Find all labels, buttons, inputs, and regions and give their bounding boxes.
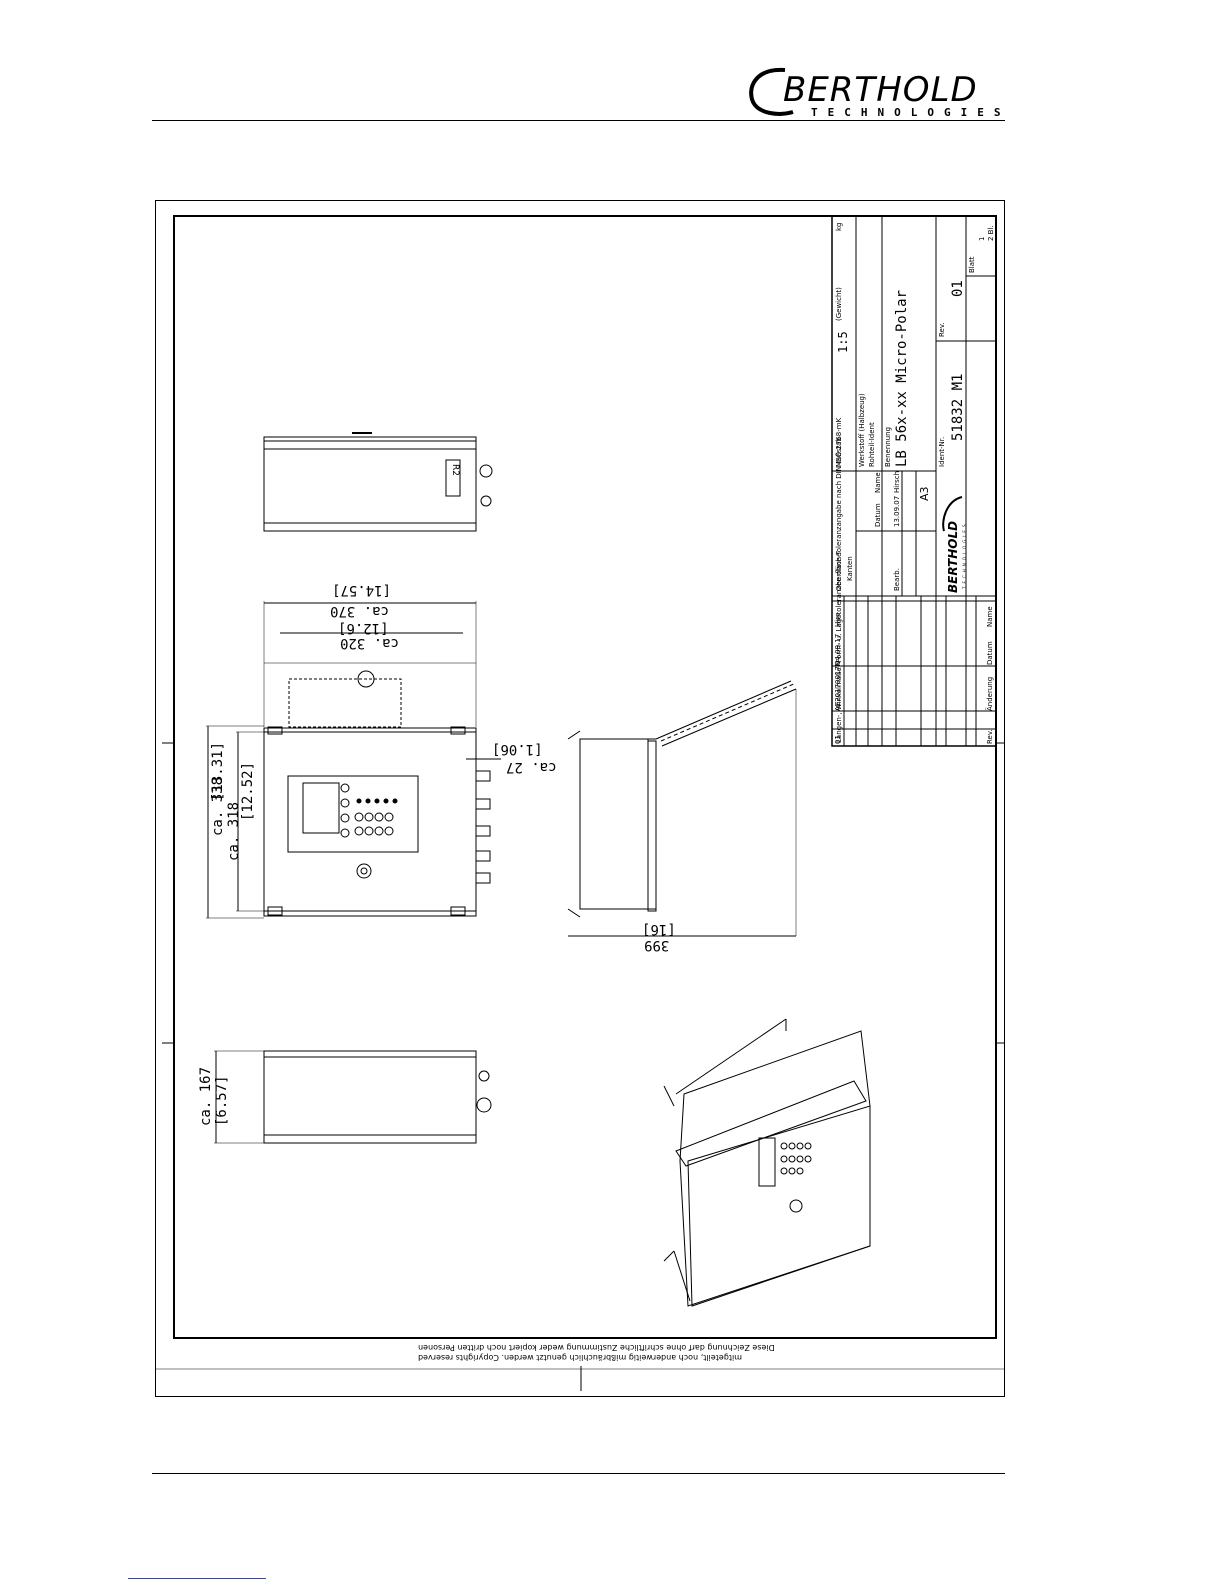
technical-drawing [156, 215, 1004, 1391]
dim-depth-167: ca. 167 [198, 1066, 214, 1126]
tb-rev: 01 [950, 280, 966, 297]
footer-link-underline[interactable] [128, 1578, 266, 1579]
dim-height-318-inch: [12.52] [240, 761, 256, 821]
tb-edges-label: Kanten [846, 556, 854, 581]
tb-col-change: Änderung [986, 676, 994, 711]
dim-depth-27-inch: [1.06] [492, 741, 543, 757]
dim-depth-27: ca. 27 [506, 759, 557, 775]
tb-surface-label: Oberfläche [835, 552, 843, 591]
copyright-line-1: Diese Zeichnung darf ohne schriftliche Z… [418, 1343, 775, 1352]
tb-sheet-label: Blatt [968, 256, 976, 273]
tb-bearb-label: Bearb. [893, 568, 901, 591]
tb-change-no: AE20170017N [834, 660, 842, 711]
tb-change-name: Hirs [834, 613, 842, 627]
label-r2: R2 [450, 464, 460, 476]
logo-tagline: TECHNOLOGIES [811, 106, 1011, 119]
tb-ident-label: Ident-Nr. [938, 436, 946, 467]
tb-scale-label: Maßstab [835, 437, 843, 467]
tb-col-rev: Rev. [986, 729, 994, 744]
tb-col-name: Name [986, 606, 994, 627]
tb-title: LB 56x-xx Micro-Polar [894, 289, 910, 467]
drawing-sheet: ca. 338 [13.31] ca. 318 [12.52] [14.57] … [155, 200, 1005, 1397]
dim-width-320-inch: [12.6] [338, 620, 389, 636]
tb-material-label: Werkstoff (Halbzeug) [858, 393, 866, 467]
tb-weight-label: (Gewicht) [835, 287, 843, 321]
tb-company: BERTHOLD [946, 520, 960, 593]
tb-col-date: Datum [986, 641, 994, 665]
tb-name-label: Name [874, 472, 882, 493]
footer-rule [152, 1473, 1005, 1474]
dim-width-370-inch: [14.57] [332, 582, 392, 598]
tb-raw-label: Rohteil-Ident [868, 422, 876, 467]
dim-depth-399: 399 [644, 937, 670, 953]
tb-sheet: 1 [978, 236, 986, 241]
dim-width-320: ca. 320 [340, 635, 400, 651]
dim-depth-399-inch: [16] [642, 921, 676, 937]
copyright-line-2: mitgeteilt, noch anderweitig mißbräuchli… [418, 1353, 742, 1362]
tb-bearb-name: Hirsch [893, 470, 901, 493]
tb-scale: 1:5 [836, 331, 850, 353]
tb-bearb-date: 13.09.07 [893, 495, 901, 527]
header-rule [152, 120, 1005, 121]
tb-sheets: 2 Bl. [987, 225, 995, 241]
dim-width-370: ca. 370 [330, 603, 390, 619]
tb-datum-label: Datum [874, 503, 882, 527]
logo-brand: BERTHOLD [783, 70, 978, 110]
tb-rev-label: Rev. [938, 322, 946, 337]
tb-format: A3 [918, 486, 931, 501]
tb-company-sub: TECHNOLOGIES [962, 521, 967, 590]
tb-change-date: 04.09.17 [834, 633, 842, 665]
dim-depth-167-inch: [6.57] [214, 1075, 230, 1126]
tb-rev-row: 01 [834, 735, 842, 744]
logo-swoosh-icon [749, 67, 794, 116]
berthold-logo: BERTHOLD TECHNOLOGIES [745, 62, 1005, 122]
tb-weight-unit: kg [835, 222, 843, 232]
dim-height-338-inch: [13.31] [210, 741, 226, 801]
tb-number: 51832 M1 [950, 373, 966, 441]
tb-designation-label: Benennung [884, 426, 892, 467]
